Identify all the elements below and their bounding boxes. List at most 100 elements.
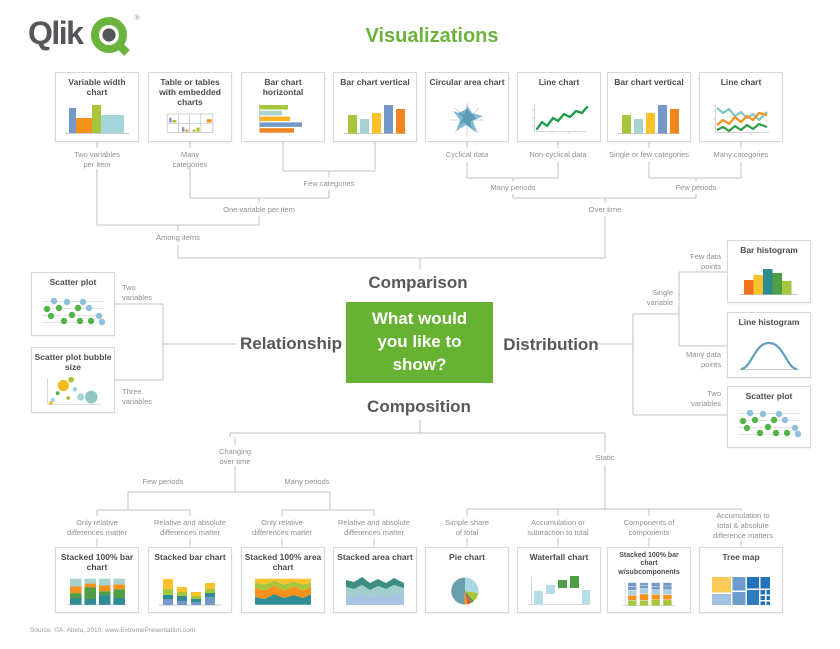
branch-distribution: Distribution	[503, 335, 599, 354]
branch-label-accumulation-or-subtraction: Accumulation or subtraction to total	[527, 518, 589, 537]
source-note: Source: ©A. Abela, 2010. www.ExtremePres…	[30, 627, 196, 634]
chart-box-bar-horizontal: Bar chart horizontal	[241, 72, 325, 142]
chart-box-label: Scatter plot	[745, 391, 793, 401]
pie-chart-icon	[451, 577, 479, 605]
stacked-100-sub-icon	[623, 582, 675, 606]
chart-box-label: Bar chart horizontal	[262, 77, 304, 98]
chart-box-stacked-100-area: Stacked 100% area chart	[241, 547, 325, 613]
multi-line-chart-icon	[713, 105, 769, 135]
variable-width-chart-icon	[65, 105, 129, 134]
chart-box-scatter-bubble: Scatter plot bubble size	[31, 347, 115, 413]
chart-box-label: Table or tables with embedded charts	[159, 77, 221, 108]
stacked-100-bar-icon	[67, 579, 127, 606]
branch-label-many-periods-a: Many periods	[490, 183, 536, 192]
chart-box-pie: Pie chart	[425, 547, 509, 613]
branch-label-three-variables: Three variables	[122, 387, 153, 406]
chart-box-bar-histogram: Bar histogram	[727, 240, 811, 303]
qlik-logo: Qlik ®	[28, 13, 140, 59]
line-histogram-icon	[739, 341, 799, 371]
chart-box-label: Stacked area chart	[337, 552, 413, 562]
chart-box-bar-vertical-2: Bar chart vertical	[607, 72, 691, 142]
chart-box-waterfall: Waterfall chart	[517, 547, 601, 613]
chart-box-variable-width: Variable width chart	[55, 72, 139, 142]
chart-box-tree-map: Tree map	[699, 547, 783, 613]
tree-map-icon	[712, 577, 770, 605]
chart-box-label: Bar chart vertical	[614, 77, 684, 87]
page-title: Visualizations	[365, 25, 499, 47]
chart-box-line-chart-2: Line chart	[699, 72, 783, 142]
bar-histogram-icon	[740, 269, 798, 295]
branch-label-two-variables-per-item: Two variables per item	[74, 150, 120, 169]
chart-box-label: Stacked bar chart	[154, 552, 226, 562]
chart-box-label: Stacked 100% area chart	[244, 552, 322, 573]
qlik-q-icon	[91, 17, 131, 56]
question-text: What would you like to show?	[371, 309, 468, 374]
stacked-area-icon	[346, 577, 404, 605]
scatter-plot-icon	[42, 297, 106, 326]
branch-label-two-variables-right: Two variables	[690, 389, 721, 408]
branch-label-few-categories: Few categories	[303, 179, 355, 188]
chart-box-label: Waterfall chart	[529, 552, 589, 562]
chart-box-label: Line histogram	[738, 317, 800, 327]
chart-box-line-histogram: Line histogram	[727, 312, 811, 378]
branch-label-many-periods-b: Many periods	[284, 477, 330, 486]
branch-label-two-variables-left: Two variables	[122, 283, 153, 302]
branch-label-among-items: Among items	[156, 233, 200, 242]
chart-box-scatter-plot-right: Scatter plot	[727, 386, 811, 448]
chart-box-label: Bar histogram	[740, 245, 798, 255]
circular-area-chart-icon	[450, 103, 484, 137]
branch-label-only-relative-b: Only relative differences matter	[252, 518, 312, 537]
registered-mark: ®	[134, 15, 140, 22]
chart-box-stacked-bar: Stacked bar chart	[148, 547, 232, 613]
chart-box-label: Stacked 100% bar chart w/subcomponents	[618, 552, 680, 576]
scatter-plot-icon	[738, 409, 802, 438]
chart-box-scatter-plot-left: Scatter plot	[31, 272, 115, 336]
chart-box-label: Pie chart	[449, 552, 485, 562]
chart-box-label: Stacked 100% bar chart	[60, 552, 134, 573]
chart-box-label: Scatter plot	[49, 277, 97, 287]
branch-label-simple-share-of-total: Simple share of total	[445, 518, 489, 537]
branch-label-over-time: Over time	[588, 205, 622, 214]
chart-box-stacked-100-bar: Stacked 100% bar chart	[55, 547, 139, 613]
branch-label-one-variable-per-item: One variable per item	[223, 205, 295, 214]
branch-label-static: Static	[595, 453, 615, 462]
chart-box-bar-vertical-1: Bar chart vertical	[333, 72, 417, 142]
bar-chart-vertical-icon	[618, 105, 680, 134]
chart-box-table-embedded: Table or tables with embedded charts	[148, 72, 232, 142]
line-chart-icon	[532, 104, 589, 134]
branch-label-single-variable: Single variable	[646, 288, 673, 307]
waterfall-chart-icon	[528, 576, 590, 605]
stacked-100-area-icon	[255, 579, 311, 606]
chart-box-stacked-100-sub: Stacked 100% bar chart w/subcomponents	[607, 547, 691, 613]
chart-box-label: Line chart	[538, 77, 580, 87]
table-embedded-charts-icon	[166, 113, 214, 133]
branch-label-changing-over-time: Changing over time	[218, 447, 252, 466]
branch-label-components-of-components: Components of components	[623, 518, 675, 537]
chart-box-circular-area: Circular area chart	[425, 72, 509, 142]
branch-label-relative-absolute-a: Relative and absolute differences matter	[153, 518, 227, 537]
branch-label-cyclical-data: Cyclical data	[445, 150, 489, 159]
branch-label-few-periods-a: Few periods	[675, 183, 717, 192]
branch-label-non-cyclical-data: Non-cyclical data	[529, 150, 587, 159]
branch-composition: Composition	[367, 397, 471, 416]
chart-box-label: Line chart	[720, 77, 762, 87]
chart-box-label: Tree map	[722, 552, 760, 562]
branch-label-single-or-few-categories: Single or few categories	[608, 150, 690, 159]
chart-box-stacked-area: Stacked area chart	[333, 547, 417, 613]
branch-label-only-relative-a: Only relative differences matter	[67, 518, 127, 537]
chart-box-label: Scatter plot bubble size	[34, 352, 112, 373]
branch-comparison: Comparison	[368, 273, 468, 292]
scatter-bubble-icon	[47, 377, 101, 406]
stacked-bar-icon	[159, 579, 221, 606]
chart-box-label: Variable width chart	[68, 77, 126, 98]
branch-label-few-data-points: Few data points	[690, 252, 721, 271]
branch-label-accumulation-to-total: Accumulation to total & absolute differe…	[713, 511, 773, 540]
question-box: What would you like to show?	[346, 302, 493, 383]
branch-label-relative-absolute-b: Relative and absolute differences matter	[337, 518, 411, 537]
branch-relationship: Relationship	[239, 334, 343, 353]
qlik-logo-text: Qlik	[28, 15, 84, 51]
branch-label-many-data-points: Many data points	[685, 350, 721, 369]
chart-box-label: Circular area chart	[429, 77, 505, 87]
bar-chart-vertical-icon	[344, 105, 406, 134]
